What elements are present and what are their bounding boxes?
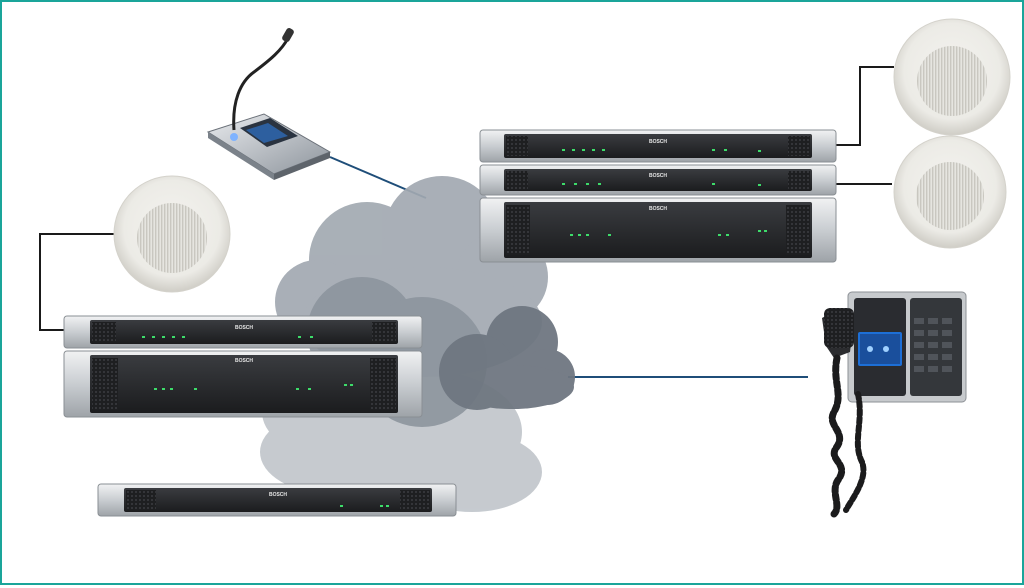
call-station-wall <box>822 291 967 518</box>
brand-logo: BOSCH <box>235 358 253 364</box>
brand-logo: BOSCH <box>649 173 667 179</box>
rack-amplifier-1u: BOSCH <box>63 315 423 349</box>
speaker-wire-right-top <box>834 66 894 146</box>
rack-amplifier-2u: BOSCH <box>63 350 423 418</box>
brand-logo: BOSCH <box>649 206 667 212</box>
rack-amplifier-2u: BOSCH <box>479 197 837 263</box>
ceiling-speaker-left <box>113 175 231 293</box>
brand-logo: BOSCH <box>269 492 287 498</box>
rack-amplifier-1u: BOSCH <box>479 129 837 163</box>
call-station-desk <box>206 28 332 180</box>
brand-logo: BOSCH <box>235 325 253 331</box>
ceiling-speaker-right-bottom <box>893 135 1007 249</box>
ceiling-speaker-right-top <box>893 18 1011 136</box>
brand-logo: BOSCH <box>649 139 667 145</box>
speaker-wire-left <box>39 233 114 331</box>
rack-amplifier-1u: BOSCH <box>479 164 837 196</box>
rack-amplifier-1u: BOSCH <box>97 483 457 517</box>
